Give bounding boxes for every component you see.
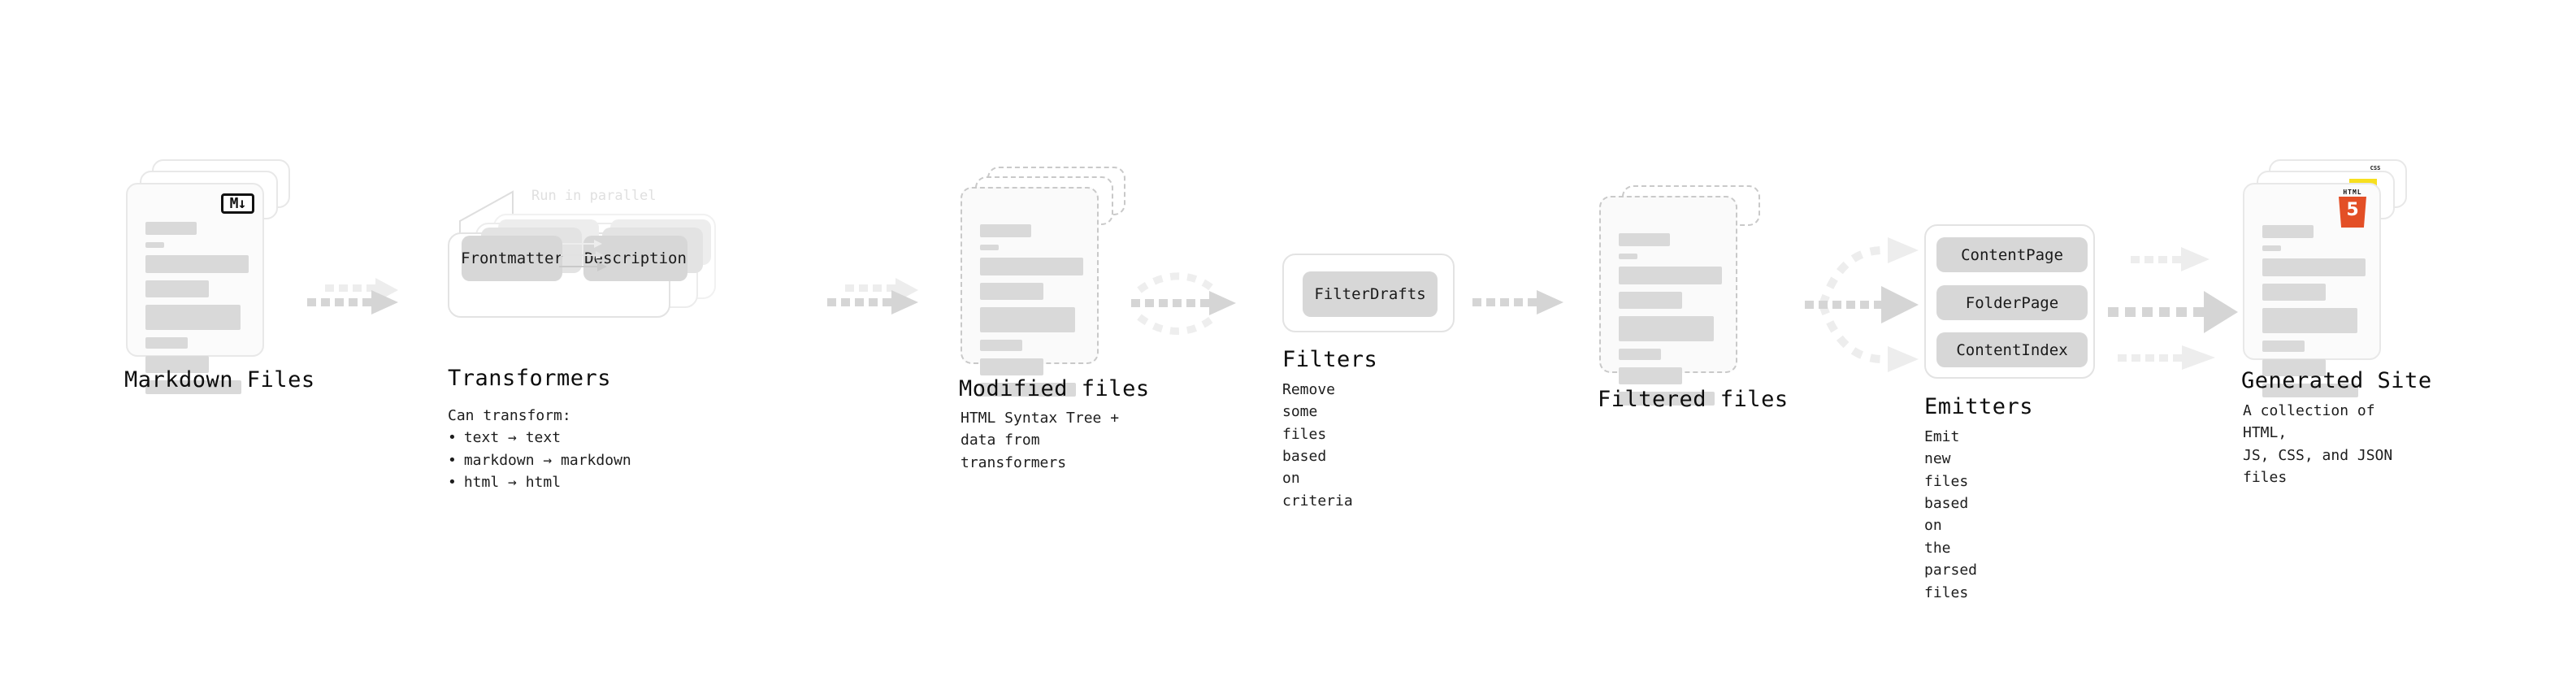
branch-arrow-bottom [1888,346,1919,372]
connector-emitters-to-site [2108,247,2238,370]
doc-line [2262,245,2281,251]
doc-line [145,380,241,394]
doc-line [145,280,209,297]
modified-card-lines [980,224,1083,404]
stage-modified-files: Modified files HTML Syntax Tree + data f… [959,167,1149,471]
modified-files-subtitle: HTML Syntax Tree + data from transformer… [961,410,1120,471]
doc-line [980,358,1043,375]
site-card-lines [2262,225,2366,405]
html5-icon-shield [2339,197,2366,228]
filters-subtitle: Remove some files based on criteria [1282,381,1353,510]
connector-transformers-to-modified [827,278,918,314]
doc-line [145,356,209,373]
doc-line [145,242,164,248]
doc-line [2262,284,2326,301]
modified-files-title: Modified files [959,376,1150,401]
site-card-stack: CSS HTML [2243,159,2418,397]
markdown-icon: M↓ [221,193,254,214]
doc-line [145,305,241,330]
doc-line [2262,308,2357,333]
filter-chip-filterdrafts[interactable]: FilterDrafts [1303,271,1438,317]
transformers-box-front: Frontmatter Description [448,219,711,318]
doc-line [2262,258,2366,276]
doc-line [1619,267,1722,284]
doc-line [980,307,1075,332]
connector-modified-to-filters [1131,272,1236,335]
connector-md-to-transformers [307,278,398,314]
site-arrow-top [2181,247,2210,271]
doc-line [1619,392,1715,406]
markdown-card-lines [145,222,249,401]
site-arrow-mid [2204,291,2238,333]
doc-line [145,222,197,235]
transformers-bullet-item: text → text [448,427,631,449]
doc-line [1619,316,1714,341]
doc-line [980,340,1022,351]
site-arrow-bottom [2182,345,2215,370]
doc-line [980,258,1083,275]
filtered-files-title: Filtered files [1598,387,1789,412]
doc-line [2262,225,2314,238]
doc-line [2262,359,2326,376]
transformer-chip-description[interactable]: Description [583,236,687,281]
stage-filtered-files: Filtered files [1598,185,1788,412]
markdown-card-front: M↓ [126,183,264,394]
doc-line [980,383,1076,397]
transformers-bullets-lead: Can transform: [448,407,571,424]
modified-card-stack [961,167,1135,397]
doc-line [1619,233,1670,246]
doc-line [1619,254,1637,259]
filters-box: FilterDrafts [1282,254,1455,332]
filters-title: Filters [1282,347,1378,372]
emitters-box: ContentPage FolderPage ContentIndex [1924,224,2095,379]
doc-line [1619,367,1682,384]
stage-generated-site: CSS HTML [2241,159,2431,486]
html5-icon: HTML [2339,189,2366,228]
transformer-chip-frontmatter[interactable]: Frontmatter [461,236,563,281]
doc-line [980,245,999,250]
transformers-bullet-item: html → html [448,471,631,493]
generated-site-title: Generated Site [2241,368,2432,393]
connector-filters-to-filtered [1472,290,1563,314]
filtered-card-front [1599,196,1737,406]
transformers-bullet-list: text → text markdown → markdown html → h… [448,427,631,493]
emitter-chip-folderpage[interactable]: FolderPage [1936,285,2088,320]
markdown-files-title: Markdown Files [124,367,315,393]
doc-line [145,255,249,273]
generated-site-subtitle: A collection of HTML, JS, CSS, and JSON … [2243,402,2393,487]
transformers-bullet-item: markdown → markdown [448,449,631,471]
emitters-title: Emitters [1924,394,2034,419]
doc-line [1619,292,1682,309]
stage-markdown-files: M↓ Markdown Files [124,159,314,394]
connector-filtered-to-emitters [1805,237,1919,372]
markdown-card-stack: M↓ [126,159,297,394]
doc-line [980,224,1031,237]
filtered-card-lines [1619,233,1722,413]
transformers-title: Transformers [448,366,612,391]
emitter-chip-contentpage[interactable]: ContentPage [1936,237,2088,272]
doc-line [980,283,1043,300]
css-icon-label: CSS [2370,165,2381,171]
doc-line [2262,384,2358,397]
doc-line [2262,340,2305,352]
site-card-front: HTML [2243,183,2381,397]
run-in-parallel-label: Run in parallel [531,188,657,204]
branch-arrow-top [1888,237,1919,263]
doc-line [1619,349,1661,360]
html5-icon-label: HTML [2343,189,2362,196]
transformers-bullets: Can transform: text → text markdown → ma… [448,405,631,493]
modified-card-front [961,187,1099,397]
doc-line [145,337,188,349]
emitters-subtitle: Emit new files based on the parsed files [1924,428,1978,601]
emitter-chip-contentindex[interactable]: ContentIndex [1936,332,2088,367]
filtered-card-stack [1599,185,1774,406]
